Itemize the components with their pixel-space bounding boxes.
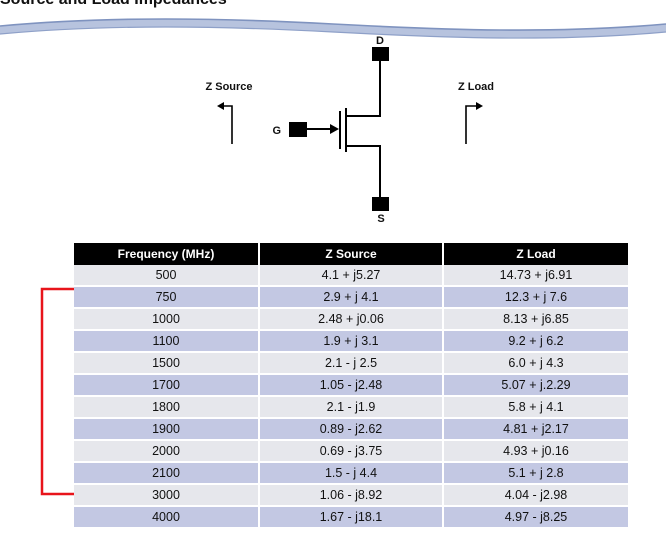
gate-arrow-icon	[330, 124, 339, 134]
drain-label: D	[376, 35, 384, 47]
cell-frequency: 3000	[74, 484, 259, 507]
cell-z-load: 6.0 + j 4.3	[442, 352, 628, 375]
cell-z-source: 0.69 - j3.75	[258, 440, 443, 463]
cell-z-source: 2.9 + j 4.1	[258, 286, 443, 309]
cell-frequency: 2100	[74, 462, 259, 485]
cell-z-load: 8.13 + j6.85	[442, 308, 628, 331]
z-load-arrowhead-icon	[476, 102, 483, 110]
gate-terminal	[289, 122, 307, 137]
wave-banner	[0, 18, 666, 39]
cell-z-source: 2.1 - j 2.5	[258, 352, 443, 375]
cell-z-load: 5.8 + j 4.1	[442, 396, 628, 419]
drain-terminal	[372, 47, 389, 61]
source-terminal	[372, 197, 389, 211]
cell-z-load: 4.97 - j8.25	[442, 506, 628, 529]
cell-z-load: 12.3 + j 7.6	[442, 286, 628, 309]
table-row: 500 4.1 + j5.27 14.73 + j6.91	[74, 265, 628, 287]
header-z-source: Z Source	[258, 243, 443, 265]
table-row: 1000 2.48 + j0.06 8.13 + j6.85	[74, 308, 628, 331]
transistor-schematic: D S G Z Source Z Load	[205, 35, 494, 225]
wave-banner-band	[0, 19, 666, 39]
table-row: 4000 1.67 - j18.1 4.97 - j8.25	[74, 506, 628, 529]
table-row: 3000 1.06 - j8.92 4.04 - j2.98	[74, 484, 628, 507]
z-source-label: Z Source	[205, 81, 252, 93]
page-title: Source and Load Impedances	[0, 0, 227, 9]
cell-frequency: 750	[74, 286, 259, 309]
red-bracket-annotation	[40, 287, 74, 496]
cell-frequency: 1000	[74, 308, 259, 331]
z-source-arrowhead-icon	[217, 102, 224, 110]
header-z-load: Z Load	[442, 243, 628, 265]
cell-z-load: 14.73 + j6.91	[442, 265, 628, 287]
cell-z-source: 2.48 + j0.06	[258, 308, 443, 331]
cell-z-source: 0.89 - j2.62	[258, 418, 443, 441]
table-row: 750 2.9 + j 4.1 12.3 + j 7.6	[74, 286, 628, 309]
impedance-table: Frequency (MHz) Z Source Z Load 500 4.1 …	[74, 243, 628, 529]
cell-z-source: 1.06 - j8.92	[258, 484, 443, 507]
header-frequency: Frequency (MHz)	[74, 243, 259, 265]
cell-z-load: 9.2 + j 6.2	[442, 330, 628, 353]
source-label: S	[377, 213, 384, 225]
cell-z-source: 2.1 - j1.9	[258, 396, 443, 419]
table-header-row: Frequency (MHz) Z Source Z Load	[74, 243, 628, 265]
cell-z-source: 1.67 - j18.1	[258, 506, 443, 529]
z-load-arrow-icon	[465, 105, 477, 144]
gate-label: G	[272, 125, 281, 137]
wave-banner-top-line	[0, 18, 666, 31]
cell-frequency: 4000	[74, 506, 259, 529]
table-row: 2000 0.69 - j3.75 4.93 + j0.16	[74, 440, 628, 463]
table-row: 1100 1.9 + j 3.1 9.2 + j 6.2	[74, 330, 628, 353]
table-row: 1800 2.1 - j1.9 5.8 + j 4.1	[74, 396, 628, 419]
z-load-label: Z Load	[458, 81, 494, 93]
cell-frequency: 500	[74, 265, 259, 287]
cell-z-source: 1.05 - j2.48	[258, 374, 443, 397]
cell-frequency: 2000	[74, 440, 259, 463]
table-row: 1500 2.1 - j 2.5 6.0 + j 4.3	[74, 352, 628, 375]
cell-frequency: 1100	[74, 330, 259, 353]
cell-frequency: 1700	[74, 374, 259, 397]
cell-z-load: 4.93 + j0.16	[442, 440, 628, 463]
cell-z-load: 5.1 + j 2.8	[442, 462, 628, 485]
table-row: 2100 1.5 - j 4.4 5.1 + j 2.8	[74, 462, 628, 485]
cell-z-load: 4.04 - j2.98	[442, 484, 628, 507]
cell-frequency: 1900	[74, 418, 259, 441]
z-source-arrow-icon	[222, 105, 233, 144]
cell-z-source: 4.1 + j5.27	[258, 265, 443, 287]
table-row: 1700 1.05 - j2.48 5.07 + j.2.29	[74, 374, 628, 397]
cell-frequency: 1500	[74, 352, 259, 375]
red-bracket-line	[40, 287, 74, 496]
cell-z-load: 5.07 + j.2.29	[442, 374, 628, 397]
table-row: 1900 0.89 - j2.62 4.81 + j2.17	[74, 418, 628, 441]
cell-z-load: 4.81 + j2.17	[442, 418, 628, 441]
cell-z-source: 1.5 - j 4.4	[258, 462, 443, 485]
cell-frequency: 1800	[74, 396, 259, 419]
cell-z-source: 1.9 + j 3.1	[258, 330, 443, 353]
wave-banner-bottom-line	[0, 26, 666, 39]
